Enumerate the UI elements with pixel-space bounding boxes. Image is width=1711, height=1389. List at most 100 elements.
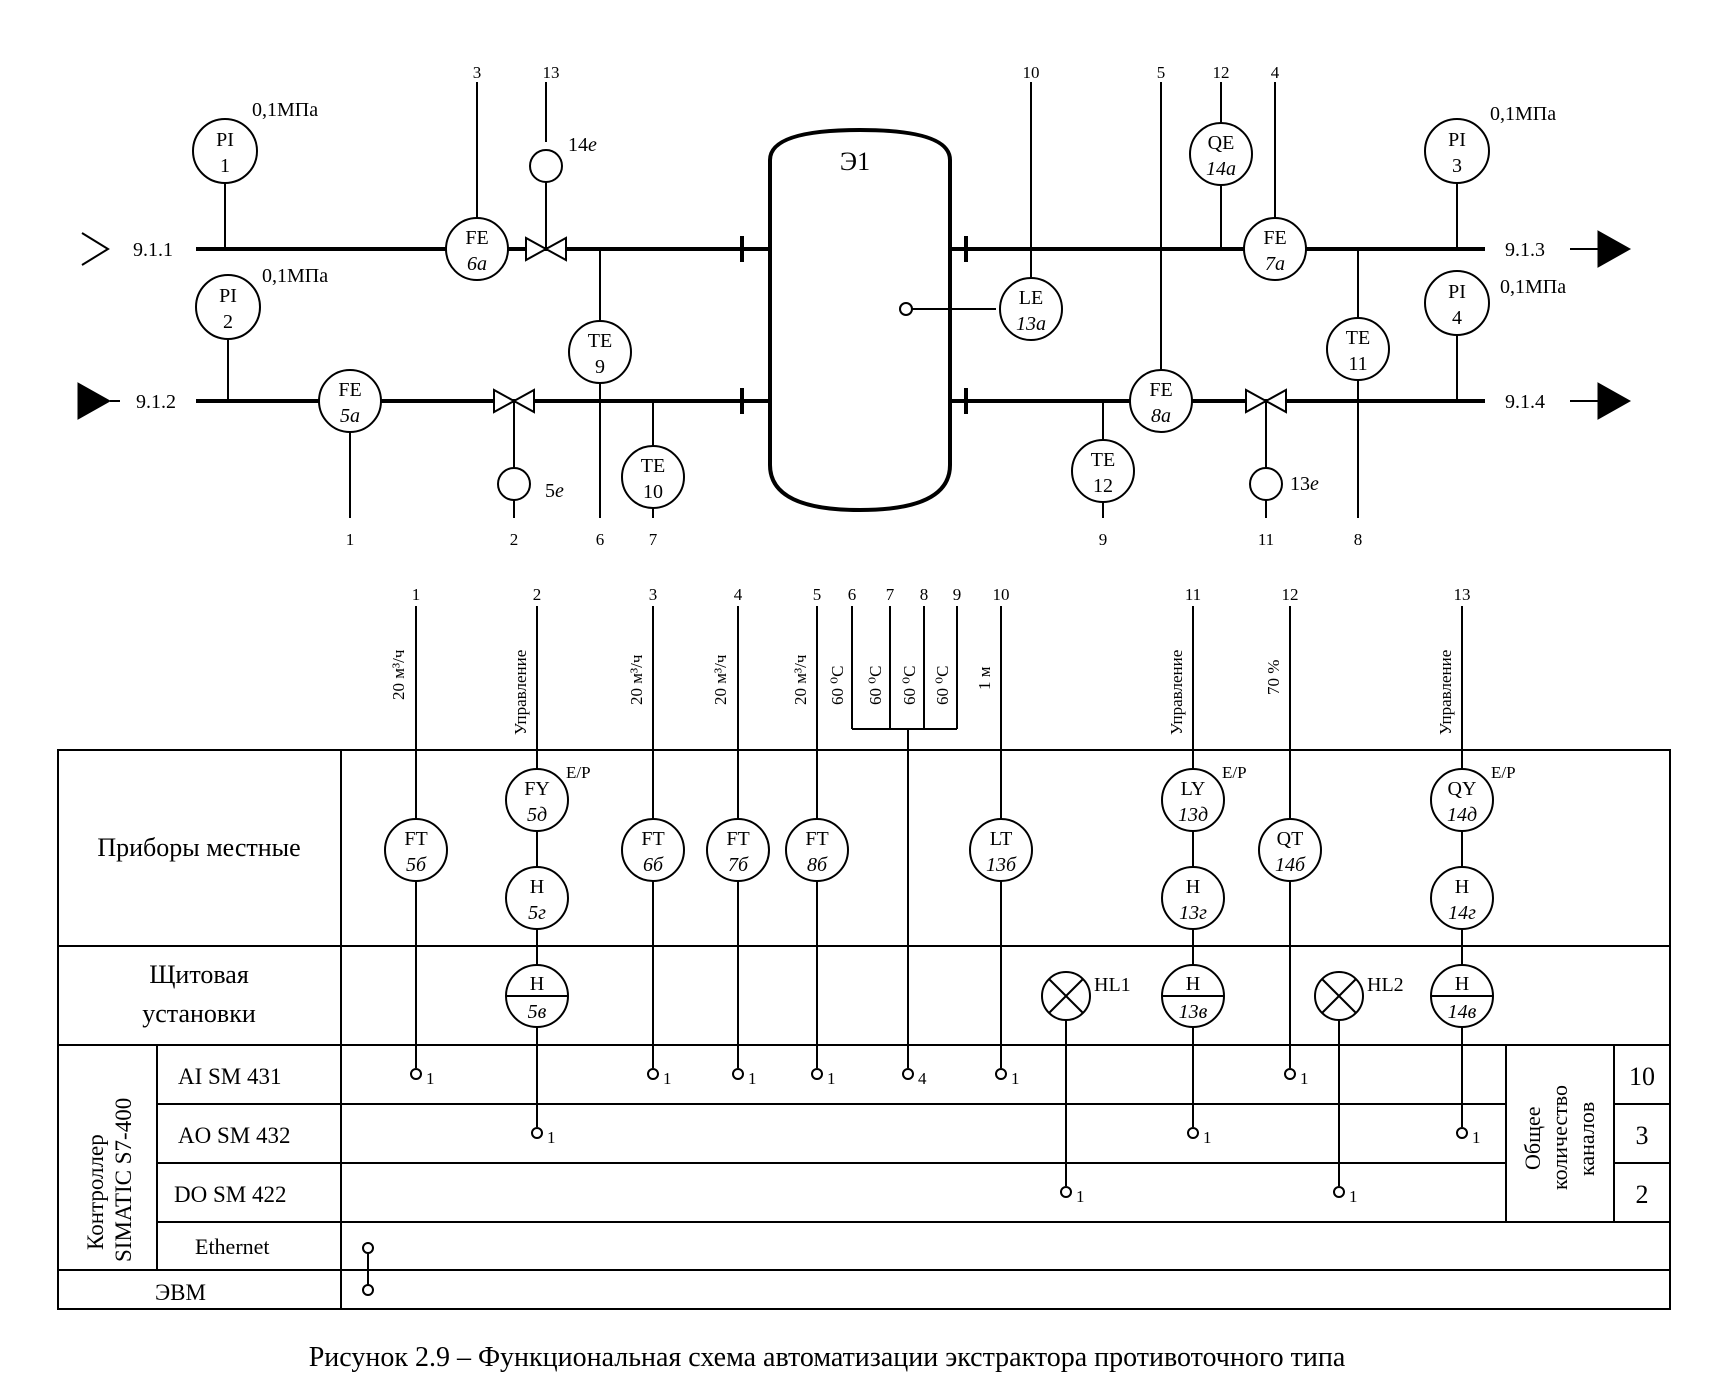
column-labels: 1 2 3 4 5 6 7 8 9 10 11 12 13 20 м³/ч Уп… bbox=[389, 585, 1471, 735]
svg-text:1: 1 bbox=[1011, 1069, 1020, 1088]
svg-text:1: 1 bbox=[1076, 1187, 1085, 1206]
svg-text:9: 9 bbox=[953, 585, 962, 604]
svg-text:5е: 5е bbox=[545, 480, 564, 502]
svg-text:2: 2 bbox=[533, 585, 542, 604]
svg-text:H: H bbox=[1186, 973, 1200, 995]
svg-text:FY: FY bbox=[524, 778, 550, 800]
svg-text:1: 1 bbox=[1300, 1069, 1309, 1088]
svg-text:5: 5 bbox=[1157, 63, 1166, 82]
svg-text:3: 3 bbox=[1452, 155, 1462, 177]
ly-13d: LY 13д E/P bbox=[1161, 763, 1247, 832]
svg-text:1: 1 bbox=[412, 585, 421, 604]
svg-text:14г: 14г bbox=[1448, 902, 1476, 924]
svg-text:PI: PI bbox=[1448, 129, 1466, 151]
ft-8b: FT 8б bbox=[785, 818, 849, 882]
figure-caption: Рисунок 2.9 – Функциональная схема автом… bbox=[309, 1342, 1346, 1373]
svg-text:H: H bbox=[1455, 876, 1469, 898]
stream-9-1-1: 9.1.1 bbox=[133, 239, 173, 261]
svg-text:QY: QY bbox=[1448, 778, 1477, 800]
svg-text:FE: FE bbox=[338, 379, 361, 401]
svg-text:QE: QE bbox=[1208, 132, 1235, 154]
svg-text:1 м: 1 м bbox=[975, 666, 994, 690]
svg-text:8б: 8б bbox=[807, 854, 828, 876]
svg-text:1: 1 bbox=[426, 1069, 435, 1088]
row-ethernet: Ethernet bbox=[195, 1234, 270, 1259]
svg-text:LY: LY bbox=[1181, 778, 1206, 800]
qy-14d: QY 14д E/P bbox=[1430, 763, 1516, 832]
svg-text:10: 10 bbox=[993, 585, 1010, 604]
svg-text:7б: 7б bbox=[728, 854, 749, 876]
svg-text:PI: PI bbox=[1448, 281, 1466, 303]
svg-text:7: 7 bbox=[886, 585, 895, 604]
row-ao: AO SM 432 bbox=[178, 1123, 290, 1148]
qt-14b: QT 14б bbox=[1258, 818, 1322, 882]
svg-text:3: 3 bbox=[473, 63, 482, 82]
svg-text:6а: 6а bbox=[467, 253, 487, 275]
row-panel-2: установки bbox=[142, 999, 256, 1028]
h-13v: H 13в bbox=[1161, 964, 1225, 1028]
svg-text:TE: TE bbox=[1346, 327, 1370, 349]
actuator-14e: 14е bbox=[529, 134, 597, 183]
pressure-label-4: 0,1МПа bbox=[1500, 276, 1566, 298]
svg-text:H: H bbox=[1186, 876, 1200, 898]
svg-text:4: 4 bbox=[918, 1069, 927, 1088]
stream-9-1-3: 9.1.3 bbox=[1505, 239, 1545, 261]
h-5g: H 5г bbox=[505, 866, 569, 930]
table-grid bbox=[57, 749, 1671, 1310]
svg-text:PI: PI bbox=[219, 285, 237, 307]
top-line-numbers: 3 13 10 5 12 4 1 2 6 7 9 11 8 bbox=[346, 63, 1363, 549]
svg-text:12: 12 bbox=[1282, 585, 1299, 604]
svg-text:7а: 7а bbox=[1265, 253, 1285, 275]
svg-text:4: 4 bbox=[1271, 63, 1280, 82]
lt-13b: LT 13б bbox=[969, 818, 1033, 882]
svg-text:6: 6 bbox=[848, 585, 857, 604]
qe-14a: QE 14а bbox=[1189, 122, 1253, 186]
svg-text:FT: FT bbox=[404, 828, 427, 850]
svg-text:H: H bbox=[530, 876, 544, 898]
svg-text:13: 13 bbox=[543, 63, 560, 82]
extractor-vessel: Э1 bbox=[740, 127, 996, 513]
vessel-label: Э1 bbox=[840, 147, 870, 176]
lamp-hl2-label: HL2 bbox=[1367, 974, 1404, 996]
svg-text:PI: PI bbox=[216, 129, 234, 151]
svg-text:60 ⁰С: 60 ⁰С bbox=[866, 666, 885, 705]
row-pc: ЭВМ bbox=[155, 1280, 206, 1305]
totals-label-3: каналов bbox=[1574, 1102, 1599, 1176]
totals-label-2: количество bbox=[1547, 1085, 1572, 1190]
svg-text:11: 11 bbox=[1348, 353, 1367, 375]
svg-text:13в: 13в bbox=[1179, 1001, 1208, 1023]
svg-text:70 %: 70 % bbox=[1264, 660, 1283, 695]
pressure-label-1: 0,1МПа bbox=[252, 99, 318, 121]
totals-label-1: Общее bbox=[1520, 1106, 1545, 1170]
svg-text:13д: 13д bbox=[1178, 804, 1208, 826]
te-9: TE 9 bbox=[568, 320, 632, 384]
svg-text:20 м³/ч: 20 м³/ч bbox=[389, 649, 408, 700]
svg-text:13б: 13б bbox=[986, 854, 1017, 876]
ft-6b: FT 6б bbox=[621, 818, 685, 882]
pipelines: 9.1.1 9.1.2 9.1.3 9.1.4 bbox=[77, 230, 1632, 420]
controller-label-2: SIMATIC S7-400 bbox=[111, 1098, 136, 1262]
svg-text:2: 2 bbox=[510, 530, 519, 549]
svg-text:60 ⁰С: 60 ⁰С bbox=[900, 666, 919, 705]
svg-text:13: 13 bbox=[1454, 585, 1471, 604]
svg-text:1: 1 bbox=[346, 530, 355, 549]
row-ai: AI SM 431 bbox=[178, 1064, 282, 1089]
lamp-hl2: HL2 bbox=[1314, 971, 1404, 1021]
svg-text:7: 7 bbox=[649, 530, 658, 549]
svg-text:TE: TE bbox=[641, 455, 665, 477]
svg-text:13а: 13а bbox=[1016, 313, 1046, 335]
svg-text:10: 10 bbox=[1023, 63, 1040, 82]
fy-5d: FY 5д E/P bbox=[505, 763, 591, 832]
svg-text:Управление: Управление bbox=[1167, 650, 1186, 735]
svg-text:5: 5 bbox=[813, 585, 822, 604]
row-do: DO SM 422 bbox=[174, 1182, 286, 1207]
svg-text:Управление: Управление bbox=[1436, 650, 1455, 735]
svg-text:1: 1 bbox=[1349, 1187, 1358, 1206]
pi-1: PI 1 0,1МПа bbox=[192, 99, 318, 184]
svg-text:5б: 5б bbox=[406, 854, 427, 876]
total-do: 2 bbox=[1636, 1180, 1649, 1209]
ft-5b: FT 5б bbox=[384, 818, 448, 882]
svg-text:14е: 14е bbox=[568, 134, 597, 156]
svg-text:1: 1 bbox=[663, 1069, 672, 1088]
svg-text:60 ⁰С: 60 ⁰С bbox=[828, 666, 847, 705]
